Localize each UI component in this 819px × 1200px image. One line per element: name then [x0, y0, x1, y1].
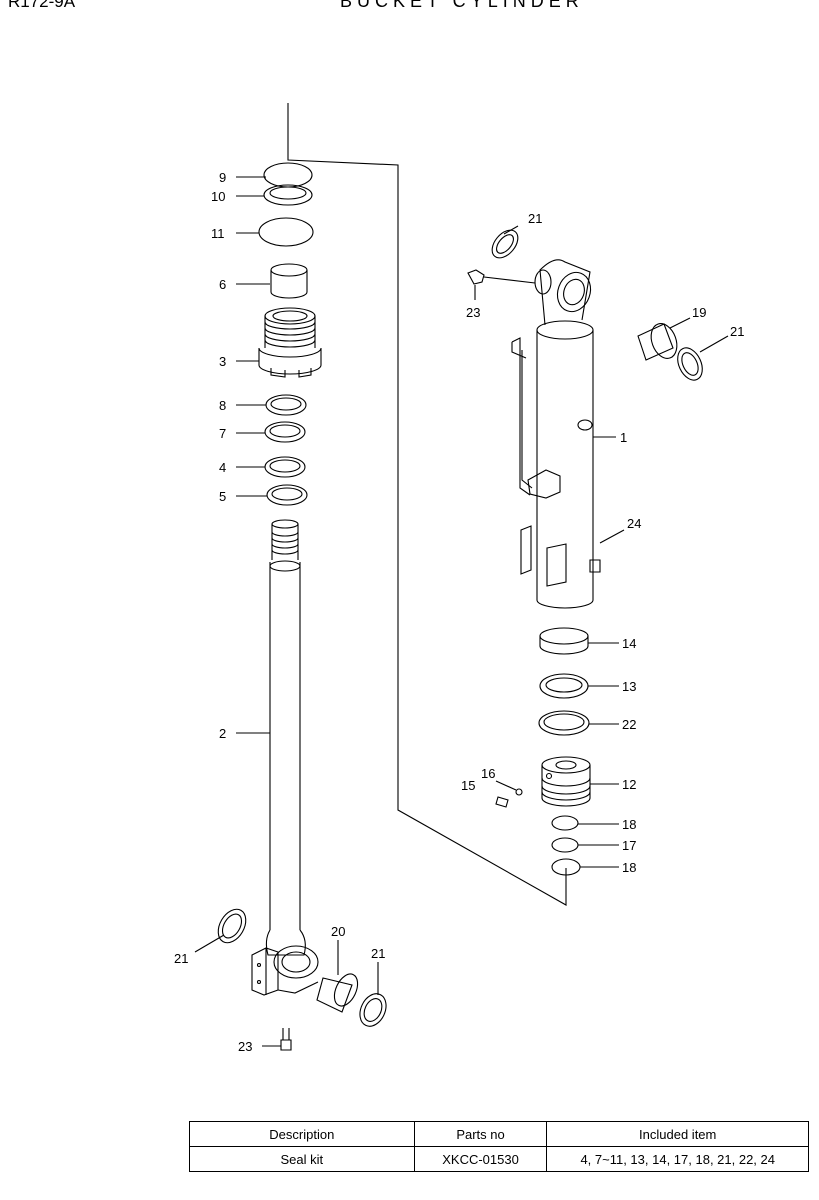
part-21-seal-ring-top[interactable]: [487, 225, 523, 262]
part-16-ball[interactable]: [515, 788, 523, 796]
assembly-bracket-line: [287, 103, 567, 906]
part-14-piston-ring[interactable]: [539, 627, 589, 655]
callout-21-lower: 21: [371, 946, 385, 961]
callout-21-right: 21: [730, 324, 744, 339]
table-header-row: Description Parts no Included item: [189, 1121, 809, 1147]
part-9-ring[interactable]: [263, 162, 313, 188]
part-2-rod[interactable]: [251, 519, 319, 996]
callout-18-upper: 18: [622, 817, 636, 832]
callout-6: 6: [219, 277, 226, 292]
part-10-backup-ring[interactable]: [263, 184, 313, 206]
callout-15: 15: [461, 778, 475, 793]
part-21-bushing-ring-left[interactable]: [213, 904, 252, 947]
part-23-grease-nipple-upper[interactable]: [467, 269, 536, 285]
callout-7: 7: [219, 426, 226, 441]
callout-16: 16: [481, 766, 495, 781]
callout-24: 24: [627, 516, 641, 531]
callout-22: 22: [622, 717, 636, 732]
callout-9: 9: [219, 170, 226, 185]
part-22-o-ring[interactable]: [538, 710, 590, 736]
part-15-set-screw[interactable]: [495, 796, 509, 808]
callout-23-lower: 23: [238, 1039, 252, 1054]
model-code: R172-9A: [8, 0, 76, 11]
callout-18-lower: 18: [622, 860, 636, 875]
part-1-cylinder-tube[interactable]: [511, 259, 601, 609]
callout-13: 13: [622, 679, 636, 694]
table-row: Seal kit XKCC-01530 4, 7~11, 13, 14, 17,…: [189, 1146, 809, 1172]
callout-14: 14: [622, 636, 636, 651]
part-6-bushing[interactable]: [270, 263, 308, 299]
callout-11: 11: [211, 226, 225, 241]
callout-21-top: 21: [528, 211, 542, 226]
part-21-seal-ring-lower[interactable]: [355, 990, 391, 1031]
callout-20: 20: [331, 924, 345, 939]
cell-parts-no: XKCC-01530: [413, 1146, 548, 1172]
callout-8: 8: [219, 398, 226, 413]
callout-1: 1: [620, 430, 627, 445]
diagram-title: BUCKET CYLINDER: [340, 0, 584, 11]
part-8-ring[interactable]: [265, 394, 307, 416]
callout-4: 4: [219, 460, 226, 475]
header-parts-no: Parts no: [413, 1121, 548, 1147]
callout-12: 12: [622, 777, 636, 792]
part-17-ring[interactable]: [551, 837, 579, 853]
header-description: Description: [189, 1121, 415, 1147]
callout-2: 2: [219, 726, 226, 741]
part-23-grease-nipple-lower[interactable]: [280, 1028, 292, 1051]
callout-3: 3: [219, 354, 226, 369]
callout-21-left: 21: [174, 951, 188, 966]
callout-23-upper: 23: [466, 305, 480, 320]
part-19-bushing[interactable]: [637, 320, 681, 362]
callout-10: 10: [211, 189, 225, 204]
callout-17: 17: [622, 838, 636, 853]
part-11-o-ring[interactable]: [258, 217, 314, 247]
part-5-snap-ring[interactable]: [266, 484, 308, 506]
leader-lines: [194, 176, 729, 1047]
cell-included-item: 4, 7~11, 13, 14, 17, 18, 21, 22, 24: [546, 1146, 809, 1172]
exploded-parts-diagram: 9 10 11 6 3 8 7 4 5 2 21 23 19 21 1 24 1…: [174, 103, 744, 1054]
part-20-bushing[interactable]: [316, 970, 362, 1013]
part-3-rod-cover[interactable]: [258, 307, 322, 378]
part-21-seal-ring-right[interactable]: [673, 344, 707, 384]
part-7-ring[interactable]: [264, 421, 306, 443]
part-18-ring-upper[interactable]: [551, 815, 579, 831]
callout-5: 5: [219, 489, 226, 504]
part-4-ring[interactable]: [264, 456, 306, 478]
header-included-item: Included item: [546, 1121, 809, 1147]
callout-19: 19: [692, 305, 706, 320]
cell-description: Seal kit: [189, 1146, 415, 1172]
seal-kit-table: Description Parts no Included item Seal …: [189, 1121, 809, 1172]
part-13-wear-ring[interactable]: [539, 673, 589, 699]
part-12-piston[interactable]: [541, 756, 591, 807]
